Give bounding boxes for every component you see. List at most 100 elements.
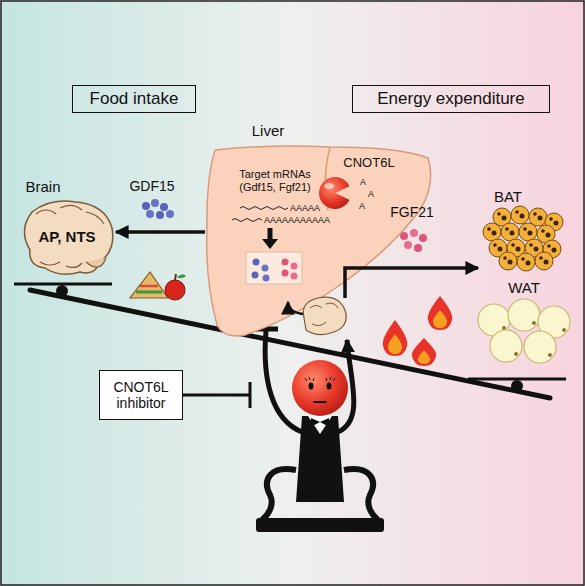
gdf15-dots <box>156 211 164 219</box>
balance-scale <box>56 285 68 297</box>
liver-shape <box>207 146 431 336</box>
drug-box: CNOT6L inhibitor <box>99 370 183 420</box>
bat-shape <box>508 260 513 265</box>
food-icon <box>130 272 168 298</box>
bat-shape <box>539 256 543 260</box>
flame-icon <box>383 320 408 356</box>
enzyme-sphere: CNOT6L <box>316 156 400 212</box>
gdf15-dots <box>146 210 154 218</box>
bat-shape <box>552 248 557 253</box>
liver-shape <box>268 228 273 240</box>
bat-shape <box>492 231 497 236</box>
liver-organ: CNOT6LLiverTarget mRNAs (Gdf15, Fgf21) <box>205 148 431 336</box>
bat-shape <box>493 243 497 247</box>
node-text: Target mRNAs (Gdf15, Fgf21) <box>225 168 325 193</box>
flame-icon <box>428 296 453 330</box>
wat-shape <box>502 326 506 330</box>
bat-shape <box>502 216 507 221</box>
bat-shape <box>483 223 501 241</box>
outcome-box: Food intake <box>72 85 196 113</box>
bat-shape <box>519 223 537 241</box>
liver-shape <box>262 239 278 249</box>
bat-shape <box>547 244 551 248</box>
bat-shape <box>554 221 559 226</box>
wat-shape <box>532 321 536 325</box>
node-text: AP, NTS <box>22 228 112 245</box>
polya-label: AAAAA <box>290 204 320 213</box>
inhibition-bar <box>182 382 250 408</box>
bat-shape <box>544 260 549 265</box>
character-figure <box>262 469 296 520</box>
fgf21-dots <box>410 229 418 237</box>
bat-shape <box>505 227 509 231</box>
food-icon <box>177 274 186 278</box>
bat-shape <box>521 257 525 261</box>
flame-icon <box>383 296 453 366</box>
gdf15-dots <box>142 202 150 210</box>
gdf15-dots <box>166 210 174 218</box>
liver-shape <box>252 272 259 279</box>
wat-shape <box>548 353 552 357</box>
food-icon <box>140 285 158 288</box>
flame-icon <box>412 338 437 366</box>
liver-shape <box>291 263 298 270</box>
bat-shape <box>534 247 539 252</box>
node-label: WAT <box>499 279 549 296</box>
character-figure <box>292 360 348 416</box>
brain-organ: BrainAP, NTS <box>18 200 116 278</box>
character-figure <box>311 418 329 427</box>
character-figure <box>309 383 314 390</box>
bat-shape <box>541 229 545 233</box>
gdf15-dots <box>160 203 168 211</box>
liver-shape <box>282 270 289 277</box>
box-label: CNOT6L inhibitor <box>107 379 175 411</box>
box-label: Food intake <box>90 89 179 109</box>
node-label: BAT <box>488 188 528 205</box>
brain-shape <box>86 258 106 267</box>
node-label: Brain <box>18 178 68 195</box>
inhibition-bar <box>249 382 252 408</box>
fgf21-dots <box>400 229 427 252</box>
liver-shape <box>232 219 262 222</box>
bat-shape <box>528 231 533 236</box>
liver-shape <box>240 207 288 210</box>
liver-shape <box>282 259 289 266</box>
character-figure <box>308 416 332 434</box>
bat-shape <box>511 243 515 247</box>
polya-label: A <box>368 190 374 199</box>
character-figure <box>296 416 344 502</box>
liver-shape <box>310 303 338 326</box>
enzyme-shape <box>319 177 351 209</box>
bat-shape <box>499 252 517 270</box>
signal-arrow <box>431 266 478 270</box>
flame-icon <box>418 350 430 364</box>
liver-shape <box>262 265 269 272</box>
bat-shape <box>498 247 503 252</box>
liver-shape <box>325 148 330 210</box>
character-figure <box>314 401 326 403</box>
box-label: Energy expenditure <box>377 89 524 109</box>
adipose-tissue: BAT <box>478 188 568 274</box>
flame-icon <box>433 310 447 328</box>
balance-scale <box>511 380 523 392</box>
liver-shape <box>205 148 431 336</box>
bat-shape <box>546 233 551 238</box>
food-icon <box>130 272 186 300</box>
character-figure <box>256 518 384 532</box>
bat-shape <box>549 217 553 221</box>
fgf21-dots <box>404 241 412 249</box>
gdf15-dots <box>151 199 159 207</box>
polya-label: A <box>360 178 366 187</box>
liver-shape <box>291 273 298 280</box>
liver-shape <box>288 302 303 314</box>
polya-label: AAAAAAAAAAA <box>264 216 330 225</box>
bat-shape <box>516 247 521 252</box>
balance-scale <box>14 283 112 286</box>
bat-shape <box>501 223 519 241</box>
bat-shape <box>538 216 543 221</box>
liver-shape <box>246 252 302 284</box>
